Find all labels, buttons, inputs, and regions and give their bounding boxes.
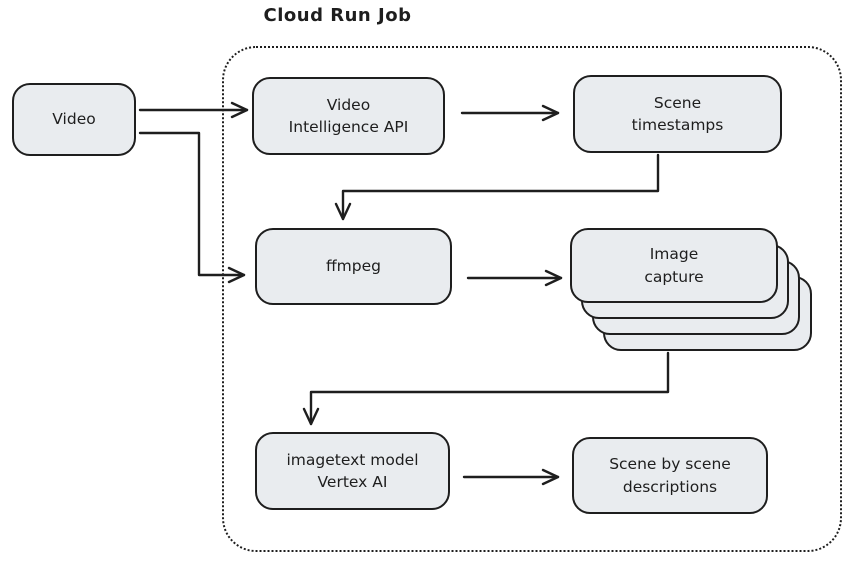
cloud-run-job-label: Cloud Run Job [263, 5, 412, 26]
node-ffmpeg: ffmpeg [255, 228, 452, 305]
node-scene-by-scene-descriptions: Scene by scene descriptions [572, 437, 768, 514]
node-scene-timestamps: Scene timestamps [573, 75, 782, 153]
node-imagetext-vertex-ai: imagetext model Vertex AI [255, 432, 450, 510]
node-video-intelligence-api: Video Intelligence API [252, 77, 445, 155]
node-video: Video [12, 83, 136, 156]
node-image-capture: Image capture [570, 228, 778, 303]
cloud-run-job-boundary [222, 46, 842, 552]
